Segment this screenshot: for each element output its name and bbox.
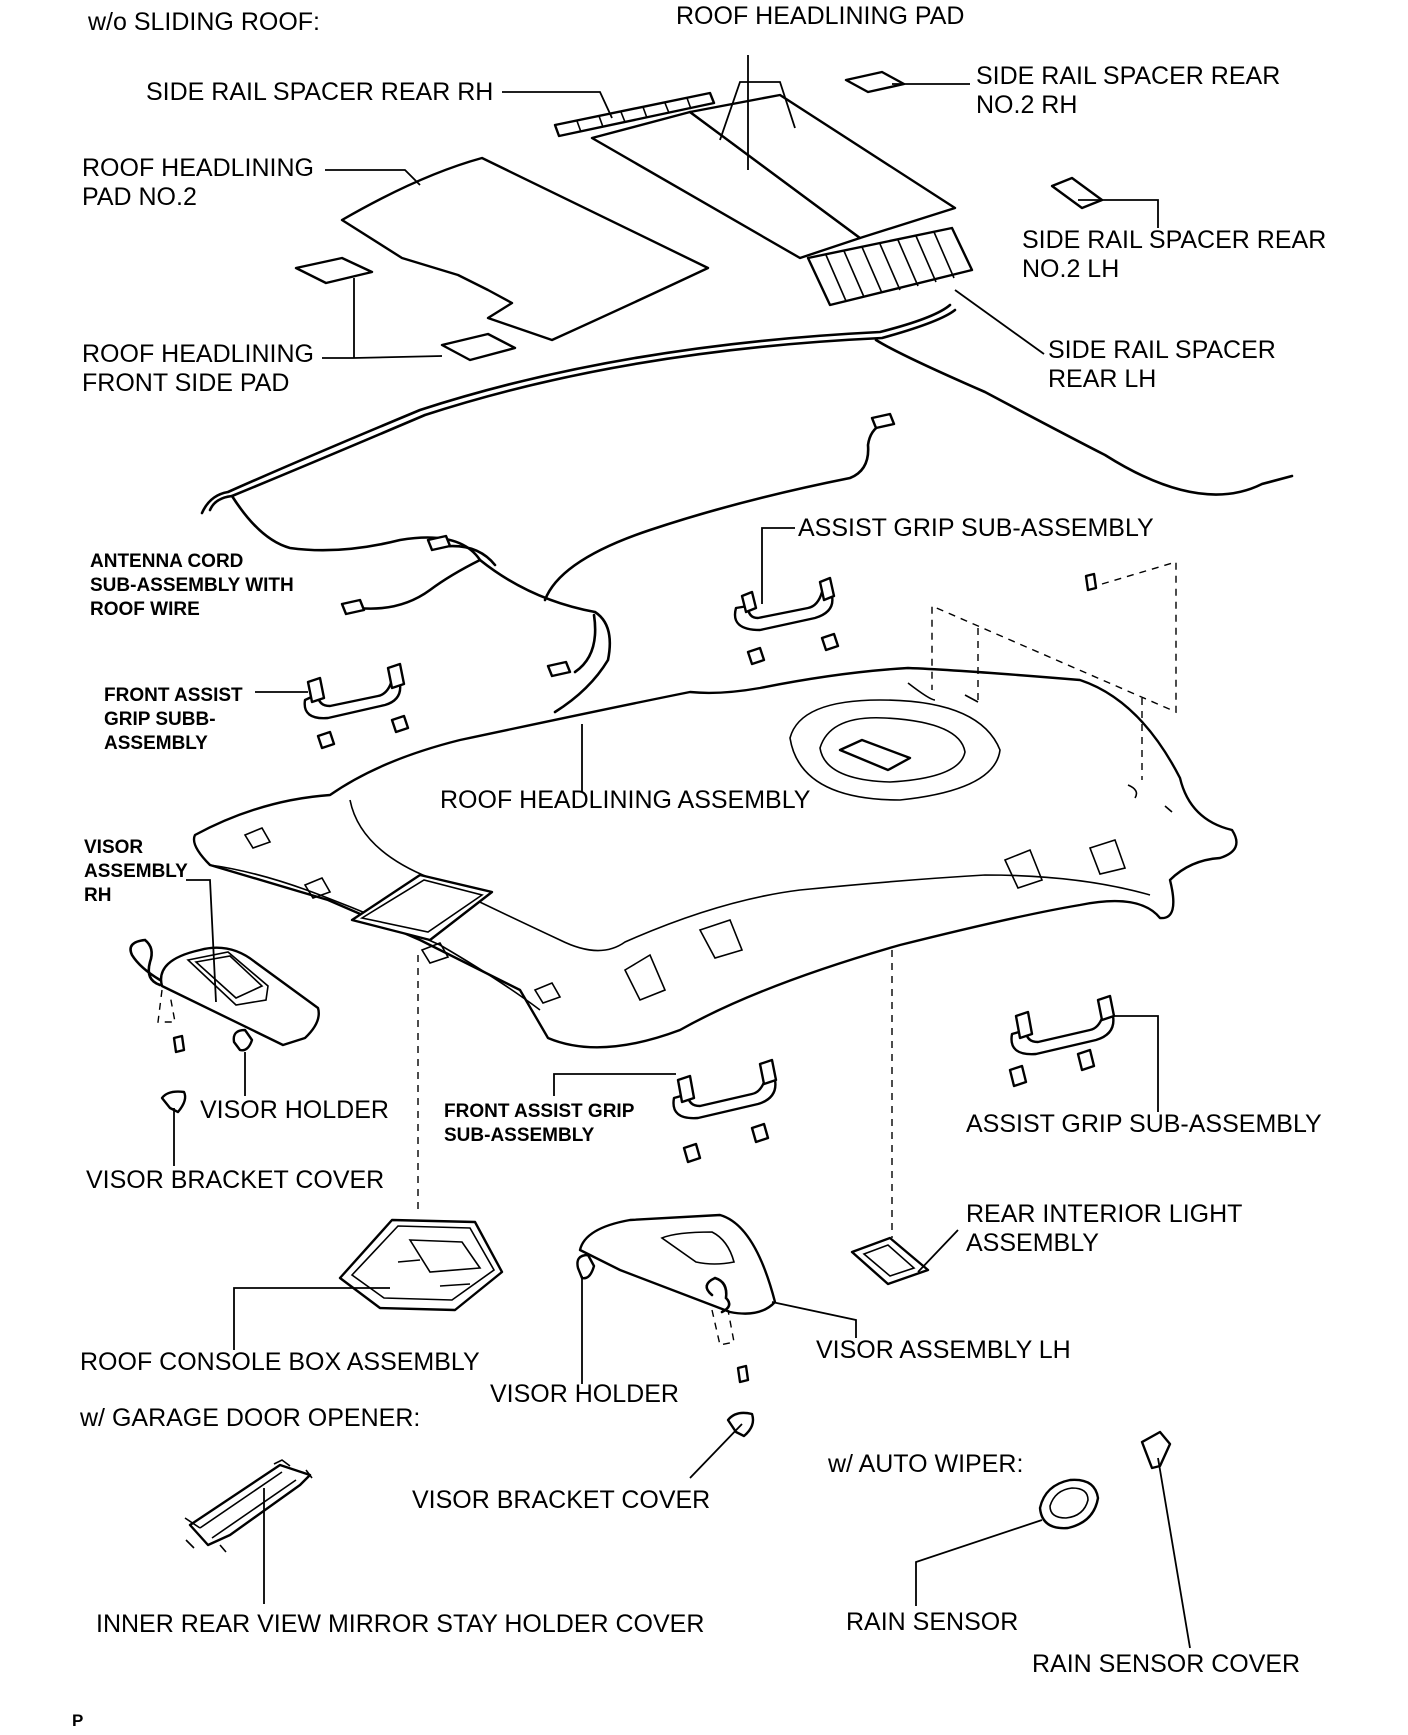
label-front-assist-grip-left: FRONT ASSIST GRIP SUBB- ASSEMBLY	[104, 685, 243, 754]
assist-grip-right-part	[1008, 994, 1116, 1088]
label-roof-headlining-pad: ROOF HEADLINING PAD	[676, 2, 965, 30]
rain-sensor-cover-part	[1140, 1430, 1172, 1470]
side-rail-spacer-rear-no2-lh-part	[1050, 176, 1104, 210]
label-roof-headlining-assembly: ROOF HEADLINING ASSEMBLY	[440, 786, 811, 814]
assist-grip-top-part	[733, 572, 1098, 666]
label-visor-assembly-lh: VISOR ASSEMBLY LH	[816, 1336, 1071, 1364]
front-assist-grip-center-part	[672, 1058, 778, 1164]
inner-rear-view-mirror-cover-part	[184, 1459, 313, 1553]
label-visor-holder-center: VISOR HOLDER	[490, 1380, 679, 1408]
page-mark: P	[72, 1711, 84, 1730]
label-inner-rear-view-mirror: INNER REAR VIEW MIRROR STAY HOLDER COVER	[96, 1610, 705, 1638]
side-rail-spacer-rear-rh-part	[553, 91, 716, 138]
label-roof-headlining-front-side-pad: ROOF HEADLINING FRONT SIDE PAD	[82, 340, 314, 397]
label-w-garage-door-opener: w/ GARAGE DOOR OPENER:	[80, 1404, 421, 1432]
label-visor-assembly-rh: VISOR ASSEMBLY RH	[84, 837, 188, 906]
label-side-rail-spacer-rear-no2-rh: SIDE RAIL SPACER REAR NO.2 RH	[976, 62, 1281, 119]
antenna-cord-roof-wire-part	[200, 303, 1294, 714]
label-w-auto-wiper: w/ AUTO WIPER:	[828, 1450, 1024, 1478]
label-side-rail-spacer-rear-rh: SIDE RAIL SPACER REAR RH	[146, 78, 494, 106]
label-antenna-cord: ANTENNA CORD SUB-ASSEMBLY WITH ROOF WIRE	[90, 551, 294, 620]
assembly-dashed-lines	[417, 561, 1177, 1238]
label-wo-sliding-roof: w/o SLIDING ROOF:	[88, 8, 320, 36]
label-assist-grip-top: ASSIST GRIP SUB-ASSEMBLY	[798, 514, 1154, 542]
roof-headlining-assembly-part	[192, 666, 1238, 1049]
visor-assembly-lh-part	[576, 1213, 777, 1438]
visor-assembly-rh-part	[129, 938, 320, 1114]
roof-headlining-pad-no2-part	[340, 156, 710, 342]
label-front-assist-grip-center: FRONT ASSIST GRIP SUB-ASSEMBLY	[444, 1101, 635, 1146]
label-roof-console-box: ROOF CONSOLE BOX ASSEMBLY	[80, 1348, 480, 1376]
label-visor-bracket-cover-left: VISOR BRACKET COVER	[86, 1166, 385, 1194]
label-rain-sensor: RAIN SENSOR	[846, 1608, 1019, 1636]
roof-headlining-pad-part	[590, 93, 957, 260]
leader-lines	[173, 55, 1191, 1649]
label-rear-interior-light: REAR INTERIOR LIGHT ASSEMBLY	[966, 1200, 1243, 1257]
side-rail-spacer-rear-no2-rh-part	[844, 70, 906, 94]
label-assist-grip-right: ASSIST GRIP SUB-ASSEMBLY	[966, 1110, 1322, 1138]
label-side-rail-spacer-rear-lh: SIDE RAIL SPACER REAR LH	[1048, 336, 1276, 393]
label-side-rail-spacer-rear-no2-lh: SIDE RAIL SPACER REAR NO.2 LH	[1022, 226, 1327, 283]
label-roof-headlining-pad-no2: ROOF HEADLINING PAD NO.2	[82, 154, 314, 211]
label-visor-bracket-cover-center: VISOR BRACKET COVER	[412, 1486, 711, 1514]
side-rail-spacer-rear-lh-part	[806, 226, 974, 307]
label-visor-holder-left: VISOR HOLDER	[200, 1096, 389, 1124]
front-assist-grip-left-part	[303, 662, 410, 750]
rain-sensor-part	[1038, 1478, 1100, 1530]
roof-console-box-part	[338, 1218, 504, 1312]
roof-headlining-front-side-pad-part	[294, 256, 517, 362]
rear-interior-light-part	[850, 1236, 930, 1286]
label-rain-sensor-cover: RAIN SENSOR COVER	[1032, 1650, 1301, 1678]
